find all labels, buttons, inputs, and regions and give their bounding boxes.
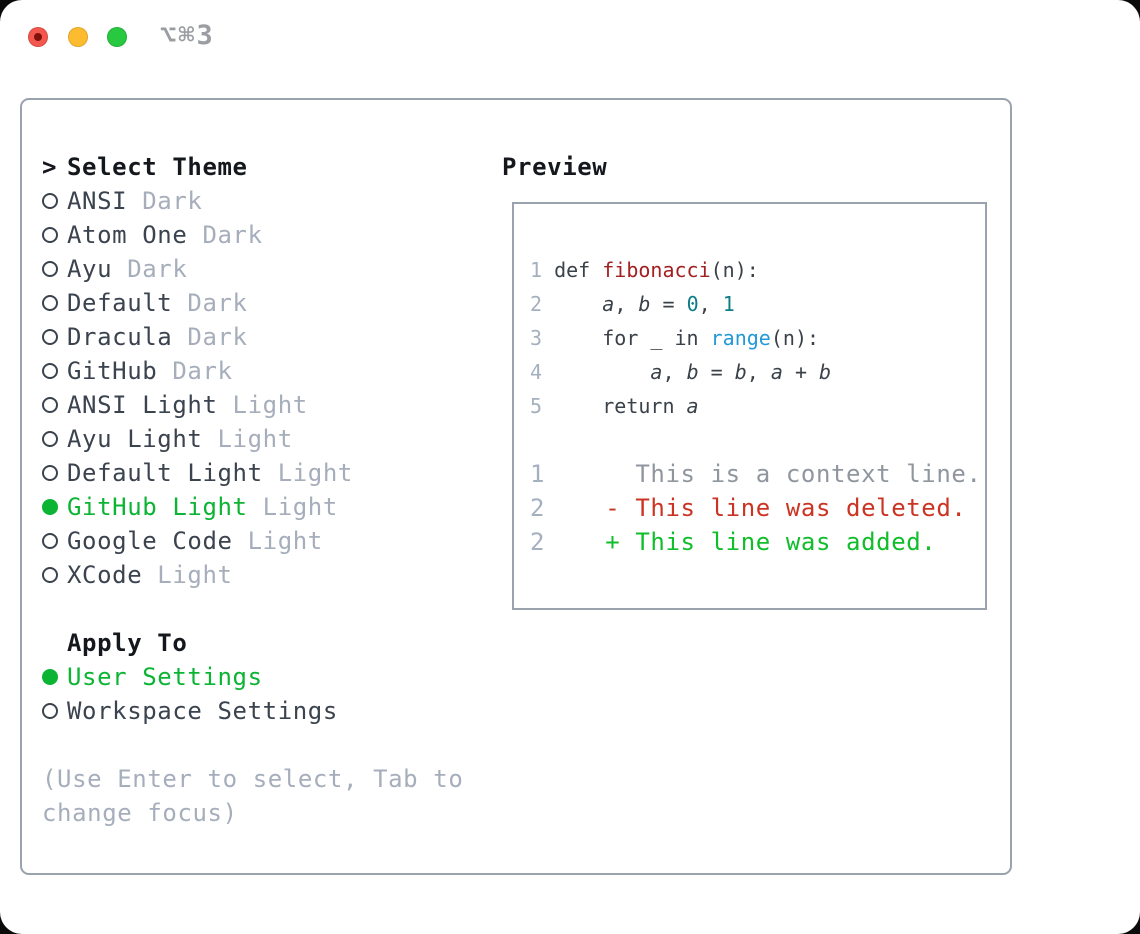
theme-variant: Light bbox=[157, 561, 233, 589]
line-number: 2 bbox=[530, 528, 546, 556]
apply-to-title: Apply To bbox=[67, 629, 188, 657]
preview-title: Preview bbox=[502, 153, 608, 181]
theme-option-ayu-light[interactable]: Ayu Light Light bbox=[42, 422, 482, 456]
theme-name: XCode Light bbox=[67, 561, 233, 589]
code-sample: 1 def fibonacci(n): 2 a, b = 0, 1 3 for _ … bbox=[530, 253, 985, 423]
theme-option-xcode[interactable]: XCode Light bbox=[42, 558, 482, 592]
radio-unselected-icon bbox=[42, 363, 67, 379]
radio-selected-icon bbox=[42, 499, 67, 515]
minimize-button[interactable] bbox=[68, 27, 88, 47]
line-number: 1 bbox=[530, 258, 555, 282]
radio-unselected-icon bbox=[42, 533, 67, 549]
theme-option-github[interactable]: GitHub Dark bbox=[42, 354, 482, 388]
theme-name: Ayu Dark bbox=[67, 255, 188, 283]
radio-unselected-icon bbox=[42, 227, 67, 243]
preview-box: 1 def fibonacci(n): 2 a, b = 0, 1 3 for _ … bbox=[512, 202, 987, 610]
apply-option-workspace-settings[interactable]: Workspace Settings bbox=[42, 694, 482, 728]
title-bar: ⌥⌘3 bbox=[0, 0, 1140, 75]
radio-unselected-icon bbox=[42, 703, 67, 719]
theme-variant: Dark bbox=[127, 255, 188, 283]
theme-name: ANSI Light Light bbox=[67, 391, 308, 419]
line-number: 3 bbox=[530, 326, 555, 350]
radio-unselected-icon bbox=[42, 329, 67, 345]
theme-name: Ayu Light Light bbox=[67, 425, 293, 453]
theme-variant: Dark bbox=[202, 221, 263, 249]
diff-sample: 1 This is a context line. 2 - This line w… bbox=[530, 457, 985, 559]
radio-unselected-icon bbox=[42, 567, 67, 583]
theme-option-atom-one[interactable]: Atom One Dark bbox=[42, 218, 482, 252]
close-button[interactable] bbox=[28, 27, 48, 47]
diff-line-context: 1 This is a context line. bbox=[530, 460, 982, 488]
line-number: 5 bbox=[530, 394, 555, 418]
theme-name: GitHub Light Light bbox=[67, 493, 338, 521]
apply-option-label: Workspace Settings bbox=[67, 697, 338, 725]
theme-variant: Light bbox=[232, 391, 308, 419]
code-line: 3 for _ in range(n): bbox=[530, 326, 820, 350]
line-number: 2 bbox=[530, 292, 555, 316]
spacer bbox=[42, 728, 482, 762]
apply-option-user-settings[interactable]: User Settings bbox=[42, 660, 482, 694]
radio-unselected-icon bbox=[42, 193, 67, 209]
select-theme-header: > Select Theme bbox=[42, 150, 482, 184]
theme-name: Atom One Dark bbox=[67, 221, 263, 249]
unsaved-dot-icon bbox=[34, 33, 42, 41]
theme-variant: Light bbox=[247, 527, 323, 555]
spacer bbox=[530, 423, 985, 457]
select-theme-title: Select Theme bbox=[67, 153, 248, 181]
theme-variant: Dark bbox=[172, 357, 233, 385]
theme-option-default-light[interactable]: Default Light Light bbox=[42, 456, 482, 490]
radio-unselected-icon bbox=[42, 465, 67, 481]
radio-unselected-icon bbox=[42, 295, 67, 311]
line-number: 2 bbox=[530, 494, 546, 522]
diff-line-added: 2 + This line was added. bbox=[530, 528, 937, 556]
theme-name: ANSI Dark bbox=[67, 187, 203, 215]
code-line: 1 def fibonacci(n): bbox=[530, 258, 759, 282]
theme-name: Dracula Dark bbox=[67, 323, 248, 351]
code-line: 5 return a bbox=[530, 394, 699, 418]
theme-option-google-code[interactable]: Google Code Light bbox=[42, 524, 482, 558]
theme-option-dracula[interactable]: Dracula Dark bbox=[42, 320, 482, 354]
theme-option-ayu[interactable]: Ayu Dark bbox=[42, 252, 482, 286]
radio-selected-icon bbox=[42, 669, 67, 685]
preview-column: Preview 1 def fibonacci(n): 2 a, b = 0, 1… bbox=[502, 150, 1002, 610]
prompt-marker: > bbox=[42, 153, 67, 181]
line-number: 1 bbox=[530, 460, 546, 488]
code-line: 2 a, b = 0, 1 bbox=[530, 292, 735, 316]
theme-name: Default Dark bbox=[67, 289, 248, 317]
theme-option-ansi-light[interactable]: ANSI Light Light bbox=[42, 388, 482, 422]
theme-option-default[interactable]: Default Dark bbox=[42, 286, 482, 320]
theme-name: Default Light Light bbox=[67, 459, 353, 487]
theme-variant: Light bbox=[277, 459, 353, 487]
radio-unselected-icon bbox=[42, 431, 67, 447]
theme-option-github-light[interactable]: GitHub Light Light bbox=[42, 490, 482, 524]
theme-option-ansi[interactable]: ANSI Dark bbox=[42, 184, 482, 218]
code-line: 4 a, b = b, a + b bbox=[530, 360, 832, 384]
theme-variant: Light bbox=[262, 493, 338, 521]
radio-unselected-icon bbox=[42, 261, 67, 277]
theme-variant: Light bbox=[217, 425, 293, 453]
window-shortcut-label: ⌥⌘3 bbox=[160, 20, 215, 51]
keyboard-hint-text: (Use Enter to select, Tab to change focu… bbox=[42, 765, 464, 827]
diff-line-deleted: 2 - This line was deleted. bbox=[530, 494, 967, 522]
line-number: 4 bbox=[530, 360, 555, 384]
theme-name: GitHub Dark bbox=[67, 357, 233, 385]
apply-to-header: Apply To bbox=[42, 626, 482, 660]
theme-name: Google Code Light bbox=[67, 527, 323, 555]
prompt-icon: > bbox=[42, 153, 58, 181]
apply-option-label: User Settings bbox=[67, 663, 263, 691]
theme-variant: Dark bbox=[187, 289, 248, 317]
radio-unselected-icon bbox=[42, 397, 67, 413]
spacer bbox=[42, 592, 482, 626]
theme-variant: Dark bbox=[187, 323, 248, 351]
theme-variant: Dark bbox=[142, 187, 203, 215]
zoom-button[interactable] bbox=[107, 27, 127, 47]
